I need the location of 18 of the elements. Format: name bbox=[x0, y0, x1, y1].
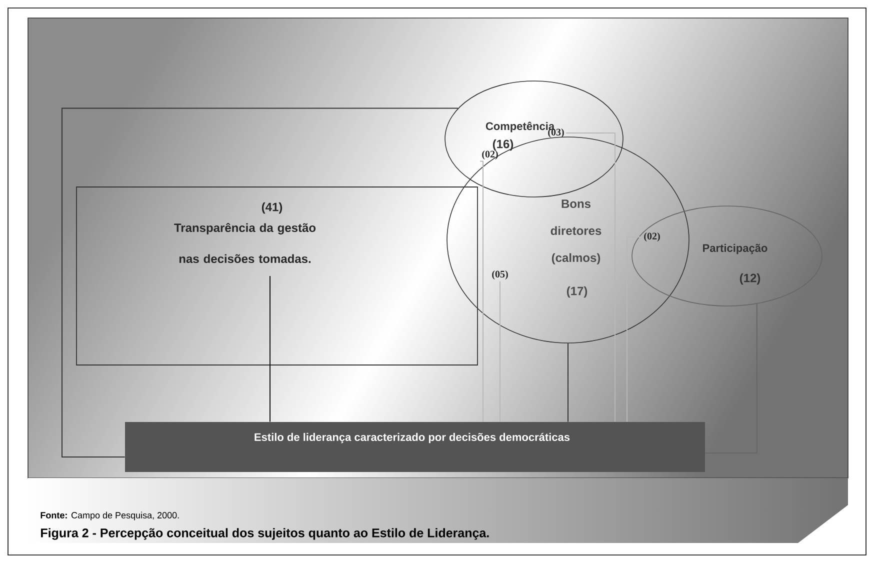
node-label: Transparência da gestão nas decisões tomadas. bbox=[174, 222, 316, 264]
node-label: (41) bbox=[262, 202, 282, 214]
node-label: Estilo de liderança caracterizado por decisões democráticas bbox=[254, 432, 570, 444]
node-label: Participação bbox=[703, 244, 768, 254]
connector-line bbox=[566, 132, 616, 422]
connector-line bbox=[479, 160, 484, 422]
node-label: (16) bbox=[492, 139, 514, 151]
figure-caption: Figura 2 - Percepção conceitual dos sujeitos quanto ao Estilo de Liderança. bbox=[41, 528, 489, 540]
overlap-count: (05) bbox=[492, 270, 508, 280]
connector-line bbox=[704, 303, 758, 454]
source-note: Fonte: Campo de Pesquisa, 2000. bbox=[40, 512, 179, 520]
connector-line bbox=[626, 236, 642, 422]
node-label: Bons diretores (calmos) bbox=[550, 200, 602, 264]
overlap-count: (02) bbox=[482, 150, 498, 160]
connector-line bbox=[62, 108, 458, 458]
node-label: (17) bbox=[566, 286, 588, 298]
overlap-count: (02) bbox=[644, 232, 660, 242]
node-label: (12) bbox=[740, 273, 760, 285]
